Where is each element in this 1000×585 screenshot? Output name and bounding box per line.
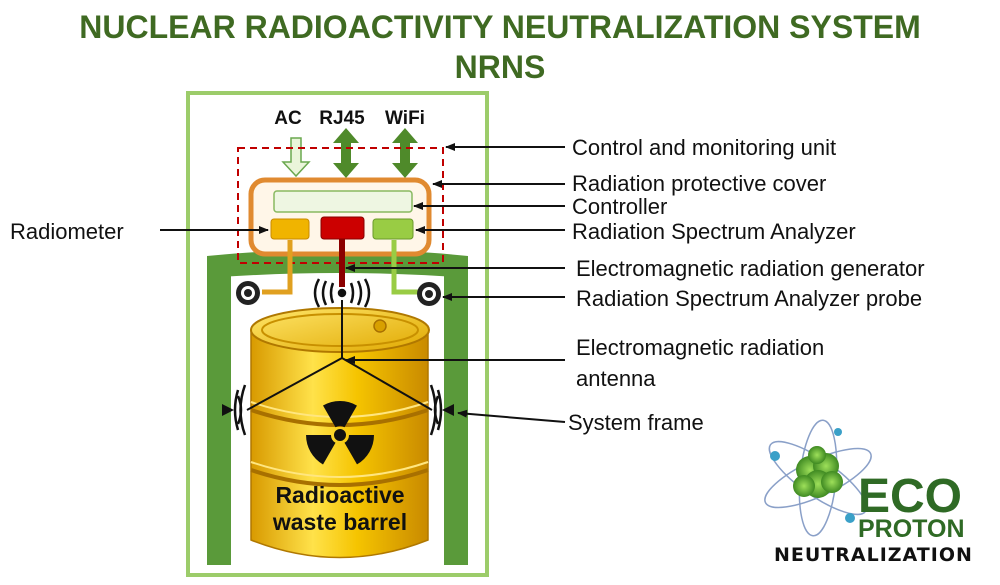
radiometer-block <box>270 218 310 240</box>
eco-proton-logo: ECO PROTON NEUTRALIZATION <box>764 419 973 566</box>
annotation-arrows <box>160 143 566 423</box>
logo-neutralization: NEUTRALIZATION <box>774 544 973 566</box>
controller-block <box>273 190 413 213</box>
analyzer-probe-speaker-icon <box>417 282 441 306</box>
label-em-generator: Electromagnetic radiation generator <box>576 256 925 281</box>
right-antenna-wave-icon <box>429 384 454 436</box>
logo-proton: PROTON <box>858 515 965 543</box>
label-spectrum-analyzer: Radiation Spectrum Analyzer <box>572 219 856 244</box>
analyzer-cable <box>391 240 420 295</box>
generator-cable <box>339 239 345 287</box>
antenna-lines <box>246 300 433 411</box>
barrel-label-line2: waste barrel <box>272 509 407 535</box>
label-control-unit: Control and monitoring unit <box>572 135 836 160</box>
title-line1: NUCLEAR RADIOACTIVITY NEUTRALIZATION SYS… <box>79 9 920 45</box>
radiometer-probe-speaker-icon <box>236 281 260 305</box>
label-em-antenna-line2: antenna <box>576 366 656 391</box>
port-rj45: RJ45 <box>319 108 365 129</box>
port-ac: AC <box>274 108 302 129</box>
logo-eco: ECO <box>858 470 962 523</box>
label-radiometer: Radiometer <box>10 219 124 244</box>
generator-block <box>320 216 365 240</box>
port-wifi: WiFi <box>385 108 425 129</box>
label-em-antenna-line1: Electromagnetic radiation <box>576 335 824 360</box>
electron-dots <box>770 428 855 523</box>
label-system-frame: System frame <box>568 410 704 435</box>
rj45-double-arrow-icon <box>333 128 359 178</box>
left-antenna-wave-icon <box>222 384 247 436</box>
label-analyzer-probe: Radiation Spectrum Analyzer probe <box>576 286 922 311</box>
barrel-label-line1: Radioactive <box>275 482 404 508</box>
top-antenna-wave-icon <box>313 278 371 308</box>
label-protective-cover: Radiation protective cover <box>572 171 826 196</box>
wifi-double-arrow-icon <box>392 128 418 178</box>
radiation-trefoil-icon <box>306 401 374 465</box>
ac-arrow-icon <box>281 137 311 178</box>
label-controller: Controller <box>572 194 667 219</box>
atom-nucleus <box>793 446 843 498</box>
radiometer-cable <box>262 240 293 295</box>
title-line2: NRNS <box>455 49 546 85</box>
radioactive-waste-barrel <box>250 307 430 559</box>
analyzer-block <box>372 218 414 240</box>
